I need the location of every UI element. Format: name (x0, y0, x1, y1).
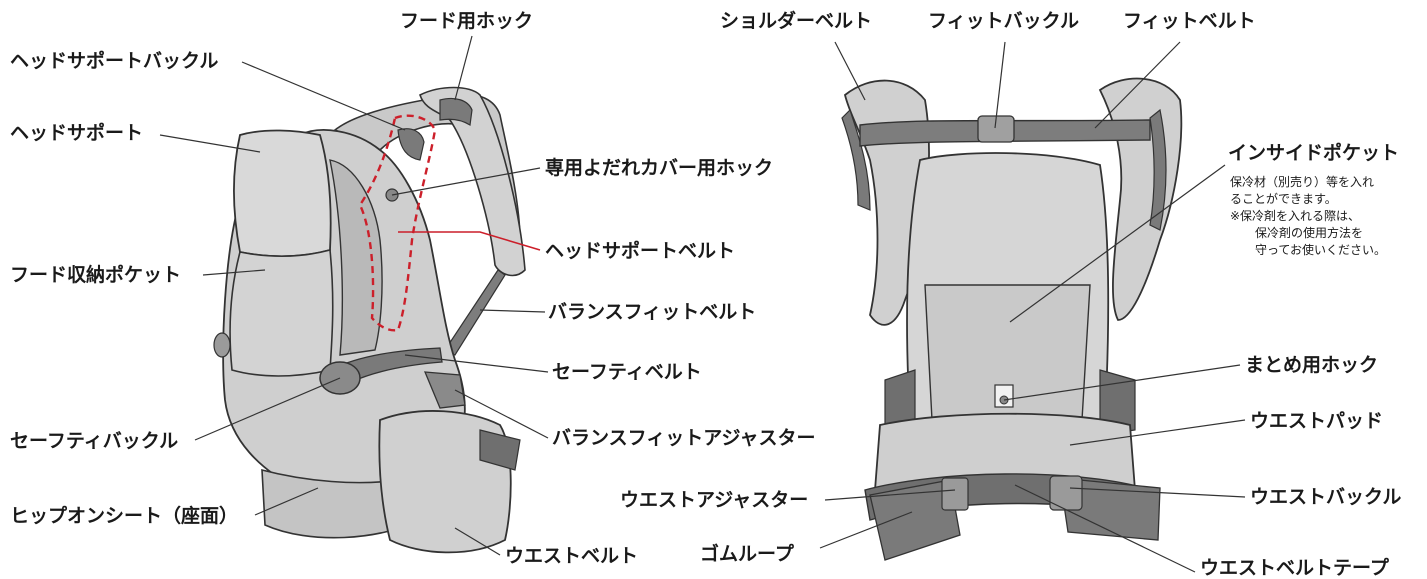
leader-hood-hook (454, 35, 473, 101)
carrier-back-view (841, 77, 1183, 561)
label-fit-belt: フィットベルト (1123, 10, 1256, 32)
inside-pocket-note-line2: ることができます。 (1230, 192, 1337, 206)
side-shade-panel (329, 159, 383, 356)
label-waist-adjuster: ウエストアジャスター (620, 489, 809, 511)
left-shoulder-strap-edge (841, 108, 871, 211)
label-head-support-belt: ヘッドサポートベルト (545, 240, 736, 262)
head-support-buckle-shape (397, 128, 425, 161)
label-head-support-buckle: ヘッドサポートバックル (10, 50, 219, 72)
label-hood-hook: フード用ホック (400, 10, 534, 32)
hood-hook-tab (439, 97, 473, 127)
leader-head-support-belt (398, 231, 541, 251)
leader-head-support (159, 134, 261, 153)
inside-pocket-note-line5: 守ってお使いください。 (1255, 243, 1387, 257)
label-hood-pocket: フード収納ポケット (10, 264, 182, 286)
leader-waist-pad (1069, 419, 1246, 446)
right-shoulder-strap-edge (1149, 108, 1167, 231)
inside-pocket-note-line4: 保冷剤の使用方法を (1255, 226, 1364, 240)
carrier-side-view (213, 86, 526, 554)
waist-belt-left-end (869, 479, 961, 561)
head-support-belt-outline (358, 114, 437, 332)
leader-safety-belt (404, 354, 549, 373)
label-waist-buckle: ウエストバックル (1250, 486, 1402, 508)
side-knob (213, 332, 231, 358)
label-balance-fit-adjuster: バランスフィットアジャスター (552, 427, 816, 449)
leader-waist-adjuster (824, 489, 956, 501)
label-safety-belt: セーフティベルト (552, 361, 702, 383)
label-head-support: ヘッドサポート (10, 122, 144, 144)
label-balance-fit-belt: バランスフィットベルト (548, 301, 757, 323)
leader-head-support-buckle (241, 61, 406, 131)
label-waist-belt-tape: ウエストベルトテープ (1200, 557, 1389, 579)
head-support-panel (233, 129, 332, 258)
leader-inside-pocket (1009, 164, 1226, 323)
leader-fit-buckle (994, 41, 1006, 129)
leader-hip-on-seat (254, 487, 319, 516)
right-shoulder-belt (1098, 77, 1183, 321)
label-rubber-loop: ゴムループ (700, 543, 794, 565)
hood-storage-pocket (229, 248, 334, 377)
label-drool-cover-hook: 専用よだれカバー用ホック (545, 157, 774, 179)
label-fit-buckle: フィットバックル (928, 10, 1080, 32)
leader-balance-fit-adjuster (454, 389, 549, 439)
leader-waist-belt (454, 527, 501, 556)
waist-belt-shape (378, 410, 512, 554)
leader-fit-belt (1094, 41, 1181, 129)
waist-belt-right-end (1059, 477, 1161, 541)
leader-hood-pocket (202, 269, 266, 276)
label-hip-on-seat: ヒップオンシート（座面） (10, 505, 239, 527)
leader-waist-buckle (1069, 487, 1246, 498)
leader-binding-hook (1003, 364, 1241, 401)
front-shoulder-strap (419, 86, 526, 277)
label-binding-hook: まとめ用ホック (1245, 354, 1379, 376)
right-side-panel (1099, 369, 1136, 436)
right-leader-lines (819, 41, 1246, 573)
leader-rubber-loop (819, 511, 913, 549)
label-shoulder-belt: ショルダーベルト (720, 10, 873, 32)
leader-drool-cover-hook (391, 167, 541, 196)
inside-pocket-note-line1: 保冷材（別売り）等を入れ (1230, 175, 1375, 189)
label-safety-buckle: セーフティバックル (10, 430, 179, 452)
balance-fit-belt-shape (444, 269, 506, 356)
balance-fit-adjuster-shape (423, 371, 466, 409)
label-inside-pocket: インサイドポケット (1228, 142, 1400, 164)
inside-pocket-note-line3: ※保冷剤を入れる際は、 (1230, 209, 1361, 223)
leader-waist-belt-tape (1014, 484, 1196, 573)
leader-balance-fit-belt (479, 309, 546, 313)
waist-belt-strap-end (479, 429, 521, 471)
leader-safety-buckle (194, 377, 341, 441)
label-waist-pad: ウエストパッド (1250, 410, 1384, 432)
waist-adjuster-shape (941, 477, 969, 511)
left-leader-lines (159, 35, 549, 556)
label-waist-belt: ウエストベルト (505, 545, 639, 567)
leader-shoulder-belt (834, 41, 866, 101)
